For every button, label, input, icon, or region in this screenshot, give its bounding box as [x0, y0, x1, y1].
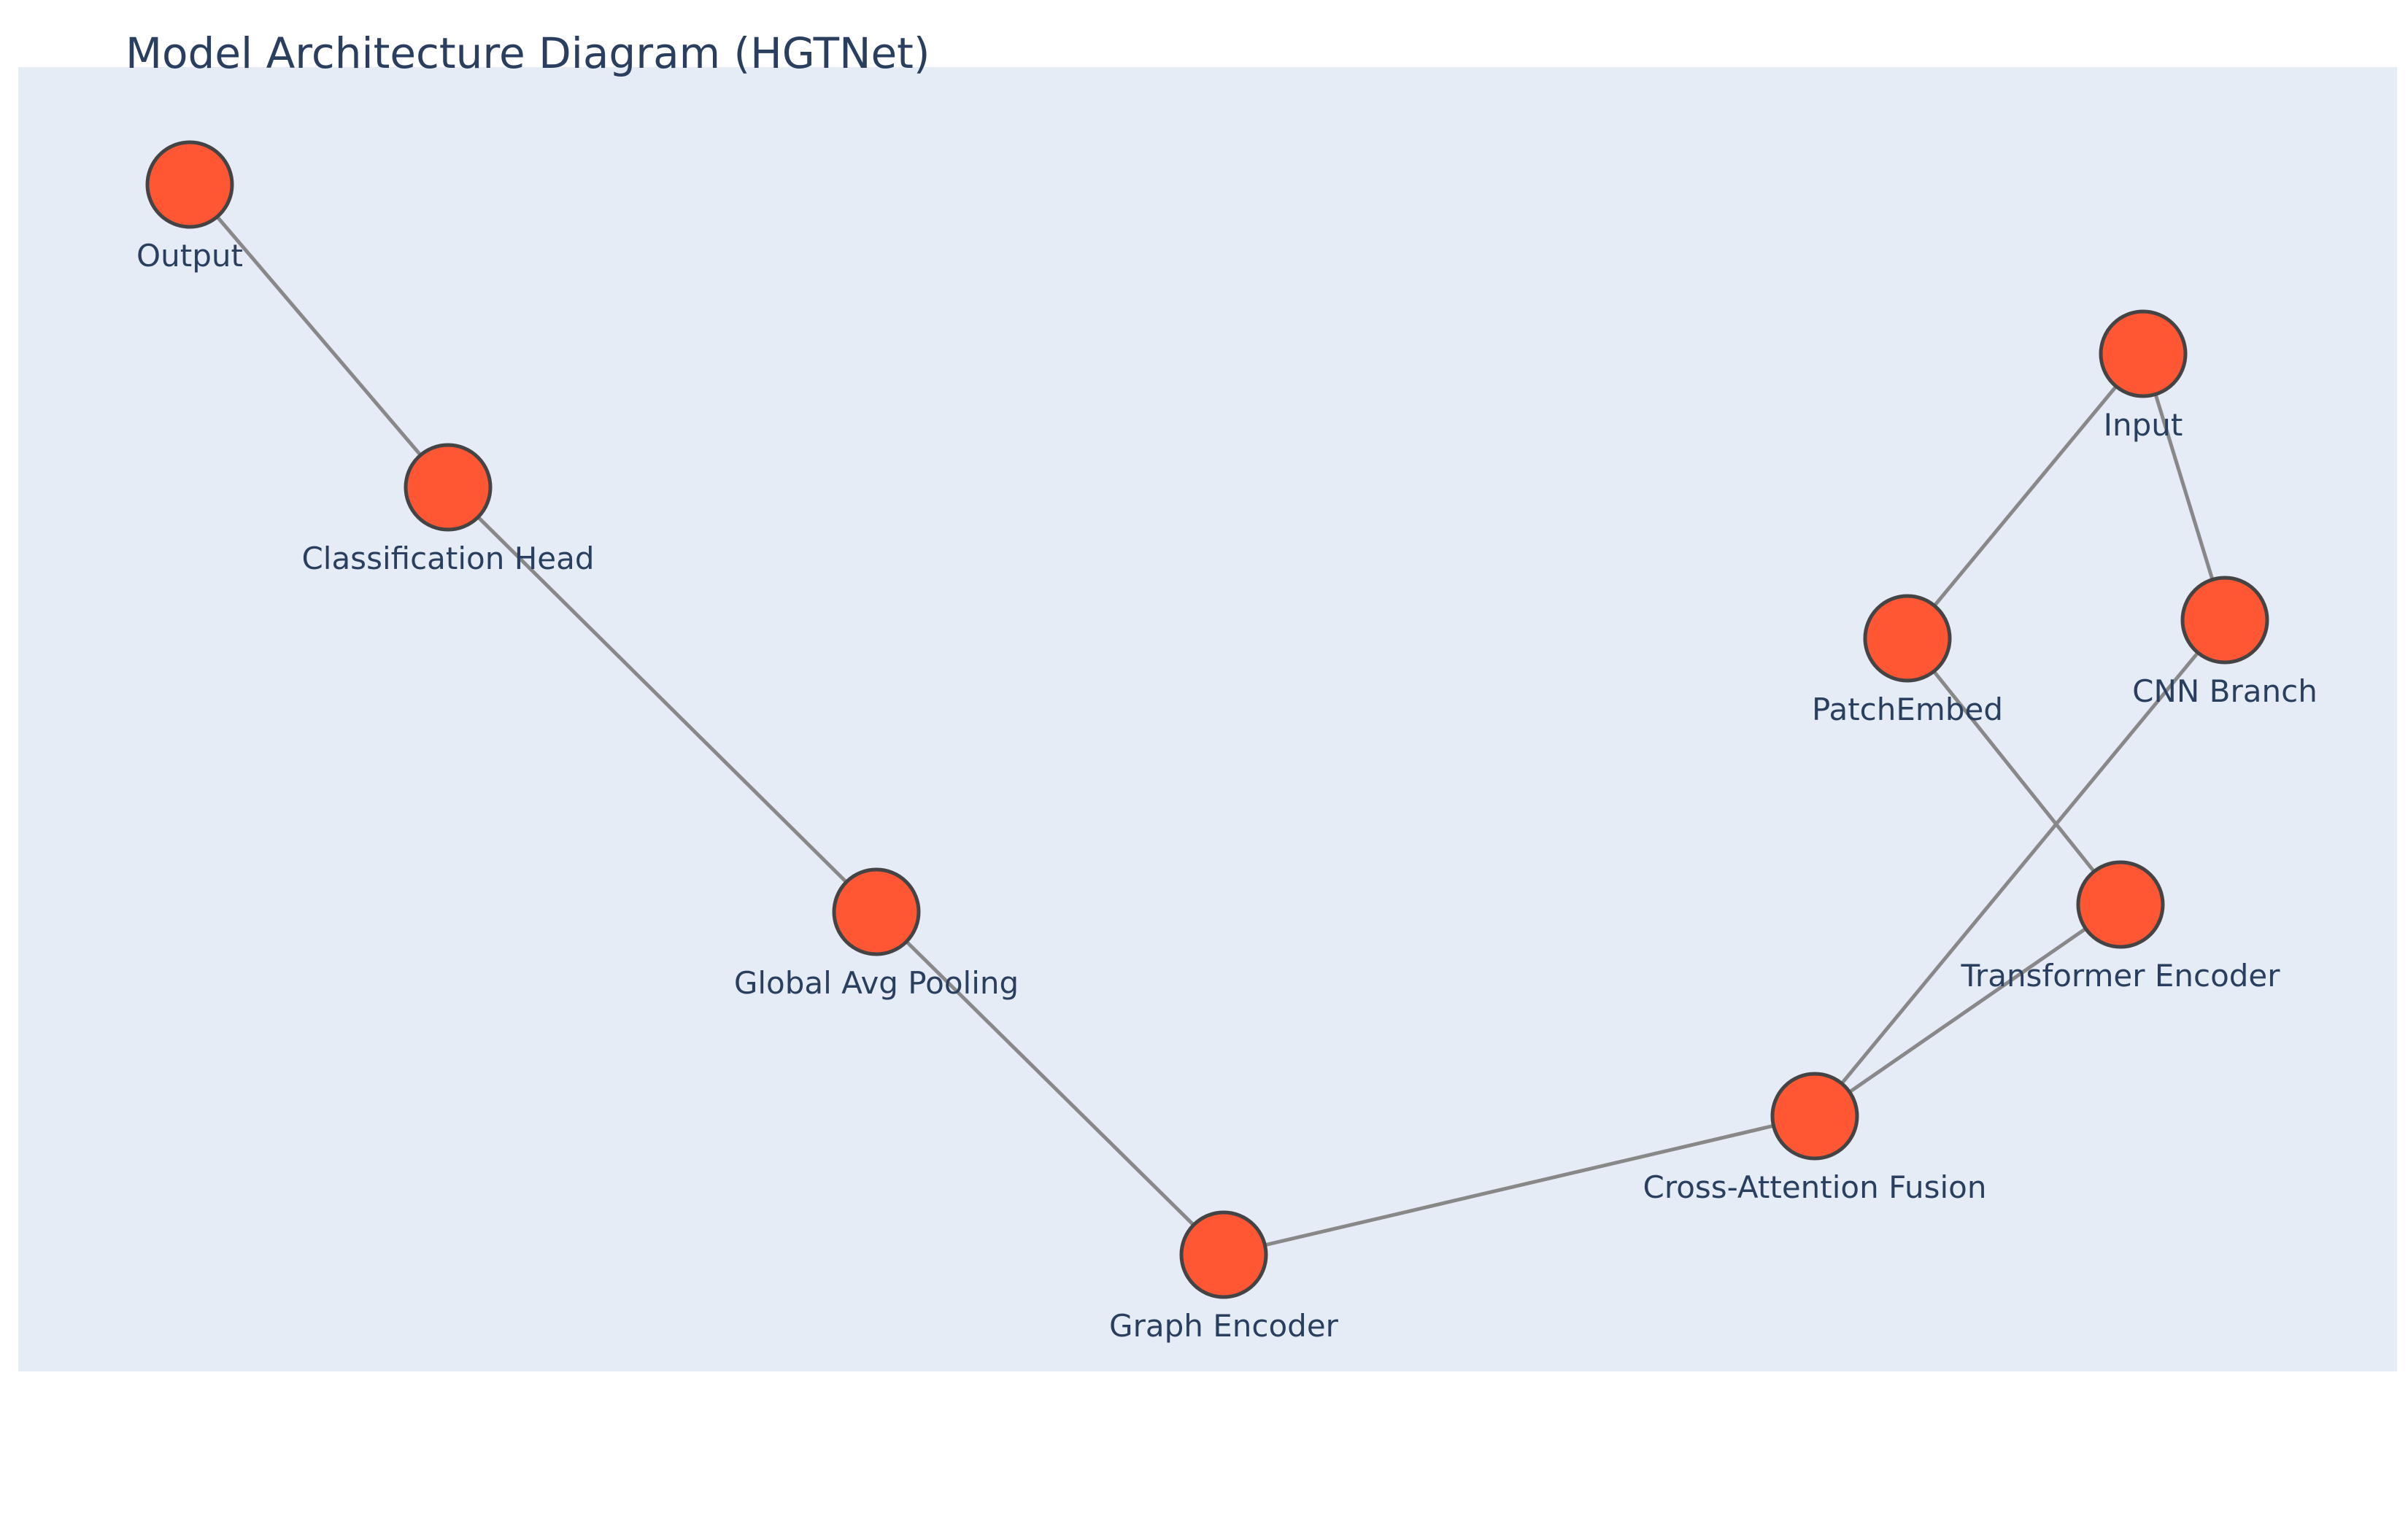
- node-global-avg-pooling[interactable]: [832, 867, 921, 956]
- node-transformer-encoder[interactable]: [2076, 860, 2165, 949]
- node-graph-encoder[interactable]: [1179, 1210, 1268, 1299]
- edge-cnn_branch-to-cross_attention_fusion: [1813, 619, 2226, 1118]
- edge-patch_embed-to-transformer_encoder: [1906, 637, 2122, 906]
- node-label-patch-embed: PatchEmbed: [1812, 692, 2003, 727]
- edge-classification_head-to-output: [188, 183, 449, 489]
- node-label-cross-attention-fusion: Cross-Attention Fusion: [1643, 1169, 1987, 1205]
- edge-input-to-patch_embed: [1906, 352, 2145, 640]
- edge-input-to-cnn_branch: [2141, 353, 2227, 621]
- edge-graph_encoder-to-global_avg_pooling: [875, 910, 1225, 1256]
- diagram-title: Model Architecture Diagram (HGTNet): [126, 28, 930, 78]
- node-cross-attention-fusion[interactable]: [1770, 1072, 1859, 1161]
- node-label-input: Input: [2104, 407, 2183, 443]
- edge-transformer_encoder-to-cross_attention_fusion: [1813, 902, 2122, 1118]
- node-classification-head[interactable]: [404, 443, 493, 532]
- edge-layer: [188, 183, 2227, 1257]
- node-label-global-avg-pooling: Global Avg Pooling: [734, 965, 1019, 1001]
- plot-background: [18, 67, 2397, 1371]
- node-label-graph-encoder: Graph Encoder: [1109, 1308, 1339, 1344]
- node-layer: [145, 140, 2269, 1299]
- node-output[interactable]: [145, 140, 234, 229]
- node-patch-embed[interactable]: [1863, 594, 1952, 683]
- node-label-output: Output: [136, 238, 243, 274]
- edge-global_avg_pooling-to-classification_head: [447, 486, 878, 913]
- node-label-classification-head: Classification Head: [301, 541, 594, 576]
- node-label-transformer-encoder: Transformer Encoder: [1960, 958, 2280, 994]
- node-cnn-branch[interactable]: [2180, 576, 2269, 665]
- edge-cross_attention_fusion-to-graph_encoder: [1223, 1114, 1815, 1257]
- node-label-cnn-branch: CNN Branch: [2132, 673, 2318, 709]
- node-input[interactable]: [2099, 309, 2188, 398]
